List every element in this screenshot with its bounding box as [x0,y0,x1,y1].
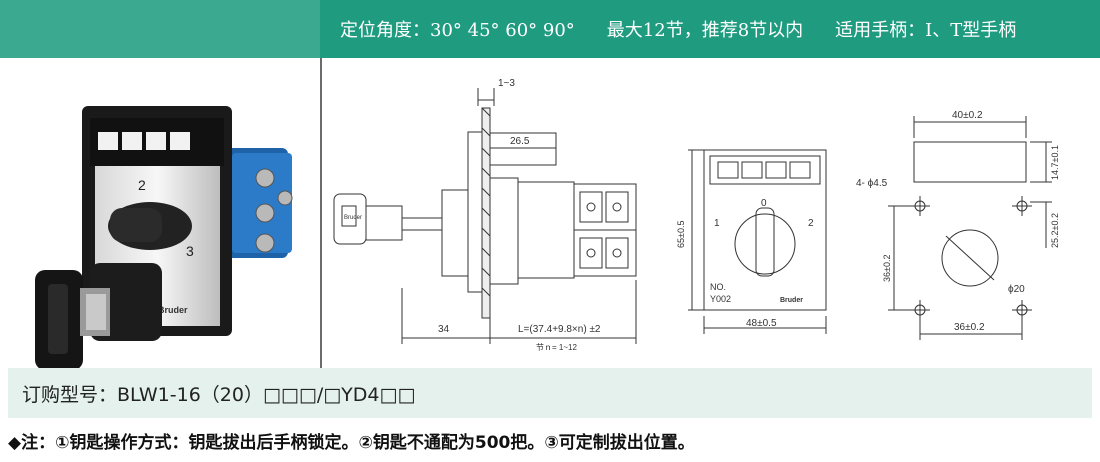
header-left-band [0,0,320,58]
spec-angle: 定位角度：30° 45° 60° 90° [340,20,575,41]
front-brand-label: Bruder [780,297,803,304]
front-height-label: 65±0.5 [676,221,686,248]
v-spacing-label: 25.2±0.2 [1050,213,1060,248]
gap-label: 1~3 [498,78,515,89]
front-bezel [467,131,483,293]
front-knob [734,213,796,275]
photo-brand: Bruder [158,305,188,315]
indicator-window [170,132,190,150]
top-bracket [489,132,557,166]
indicator-window [146,132,166,150]
cutout-top-width: 40±0.2 [952,110,983,121]
h-hole-label: 36±0.2 [954,322,985,333]
cutout-top-height: 14.7±0.1 [1050,145,1060,180]
hole-label: 4- ϕ4.5 [856,178,888,189]
spec-bar: 定位角度：30° 45° 60° 90° 最大12节，推荐8节以内 适用手柄：I… [320,0,1100,58]
spec-max-sections: 最大12节，推荐8节以内 [606,20,804,41]
photo-position-2: 2 [138,177,146,193]
center-dia-label: ϕ20 [1008,284,1025,295]
dimension-drawings: 1~3 26.5 Bruder 34 L=(37.4+9.8×n) ±2 节ｎ=… [333,78,1060,352]
order-model-text: 订购型号：BLW1-16（20）□□□/□YD4□□ [22,383,416,406]
front-width-label: 48±0.5 [746,318,777,329]
left-length-label: 34 [438,324,450,335]
window-cutout [913,141,1027,183]
notes-line: ◆注：①钥匙操作方式：钥匙拔出后手柄锁定。②钥匙不通配为500把。③可定制拔出位… [8,433,695,453]
front-pos-1: 1 [714,218,720,229]
product-illustration: 2 3 Bruder [35,106,293,370]
length-formula-label: L=(37.4+9.8×n) ±2 [518,324,601,335]
front-no-label: NO. [710,282,726,292]
front-pos-0: 0 [761,198,767,209]
product-photo: 2 3 Bruder [0,58,320,370]
v-hole-label: 36±0.2 [882,255,892,282]
photo-position-3: 3 [186,243,194,259]
indicator-window [122,132,142,150]
indicator-window [98,132,118,150]
spec-header: 定位角度：30° 45° 60° 90° 最大12节，推荐8节以内 适用手柄：I… [0,0,1100,58]
depth-label: 26.5 [510,136,530,147]
spec-handle: 适用手柄：I、T型手柄 [835,20,1017,41]
front-pos-2: 2 [808,218,814,229]
panel-divider [320,58,322,368]
key-brand-label: Bruder [344,215,362,221]
panel-plate [481,107,491,319]
front-model-code: Y002 [710,294,731,304]
order-model-bar: 订购型号：BLW1-16（20）□□□/□YD4□□ [8,368,1092,418]
technical-drawings: 1~3 26.5 Bruder 34 L=(37.4+9.8×n) ±2 节ｎ=… [322,58,1100,368]
front-view-frame [703,149,827,311]
center-cutout [941,229,999,287]
sections-label: 节ｎ= 1~12 [536,343,577,352]
